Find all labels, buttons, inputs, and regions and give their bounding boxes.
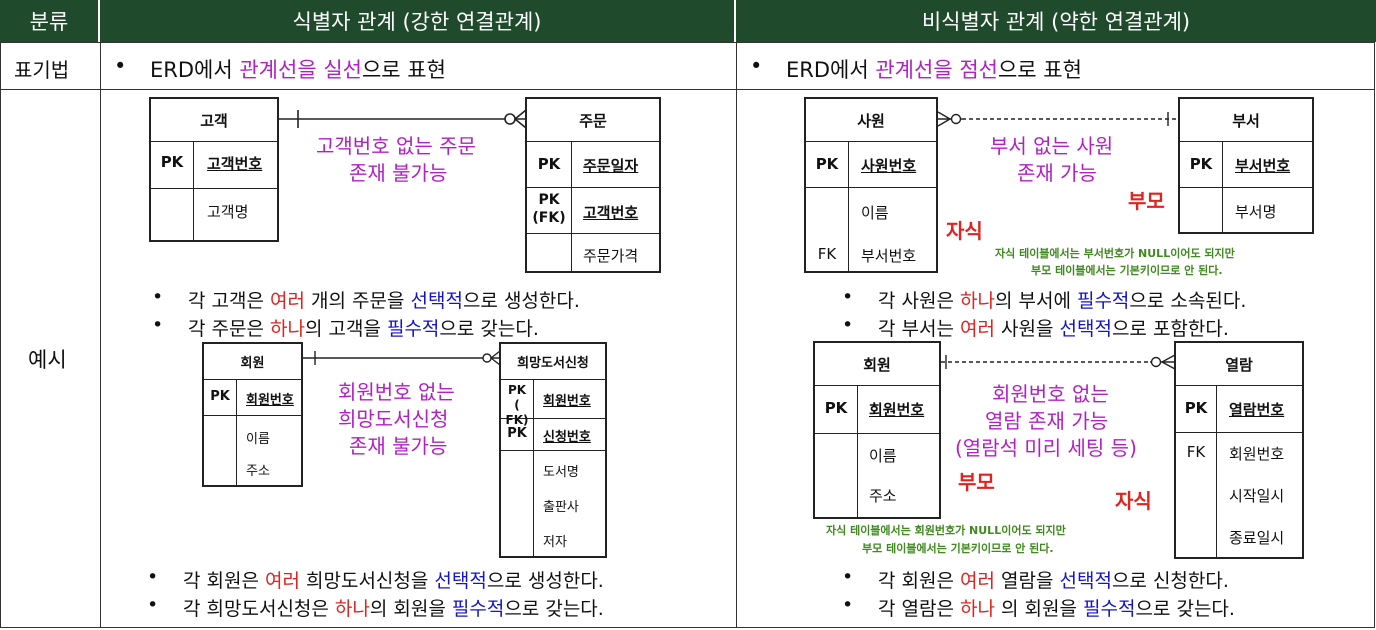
member-left-attr2: 주소	[246, 464, 270, 479]
order-pk2: PK(FK)	[532, 192, 566, 226]
notation-right-text: ERD에서 관계선을 점선으로 표현	[750, 54, 1082, 84]
request-attr1: 도서명	[543, 465, 579, 480]
request-attr2: 출판사	[543, 500, 579, 515]
request-attr3: 저자	[543, 535, 567, 550]
right-d2-note3: (열람석 미리 세팅 등)	[955, 436, 1137, 460]
view-attr2: 종료일시	[1229, 529, 1285, 547]
right-d1-sentence1: 각 사원은 하나의 부서에 필수적으로 소속된다.	[842, 286, 1246, 313]
entity-member-right: 회원 PK 회원번호 이름 주소	[813, 341, 941, 519]
entity-member-left-title: 회원	[204, 344, 301, 380]
order-attr: 주문가격	[583, 247, 639, 265]
left-d1-sentence2: 각 주문은 하나의 고객을 필수적으로 갖는다.	[152, 314, 539, 341]
employee-pk: PK	[815, 155, 839, 173]
customer-pk: PK	[160, 153, 184, 171]
right-d1-note2: 존재 가능	[1017, 161, 1097, 185]
left-d1-sentence1: 각 고객은 여러 개의 주문을 선택적으로 생성한다.	[152, 286, 580, 313]
dept-pk-attr: 부서번호	[1235, 157, 1291, 175]
right-d1-small2: 부모 테이블에서는 기본키이므로 안 된다.	[1031, 264, 1223, 277]
order-pk1: PK	[537, 155, 561, 173]
left-d2-note3: 존재 불가능	[349, 434, 448, 458]
left-d2-sentence2: 각 희망도서신청은 하나의 회원을 필수적으로 갖는다.	[147, 594, 604, 621]
left-d2-note1: 회원번호 없는	[338, 380, 455, 404]
entity-order: 주문 PK 주문일자 PK(FK) 고객번호 주문가격	[525, 97, 661, 273]
order-pk2-attr: 고객번호	[583, 204, 639, 222]
notation-left-text: ERD에서 관계선을 실선으로 표현	[114, 54, 446, 84]
right-d2-note1: 회원번호 없는	[992, 382, 1109, 406]
entity-member-right-title: 회원	[815, 343, 939, 386]
request-pk2-attr: 신청번호	[543, 430, 591, 445]
request-pk1: PK( FK)	[505, 383, 529, 427]
customer-pk-attr: 고객번호	[207, 155, 263, 173]
employee-fk: FK	[817, 245, 837, 263]
member-left-pk: PK	[210, 389, 230, 404]
right-d2-parent-label: 부모	[958, 470, 995, 494]
order-pk1-attr: 주문일자	[583, 157, 639, 175]
request-pk2: PK	[507, 426, 527, 441]
dept-pk: PK	[1189, 155, 1213, 173]
employee-fk-attr: 부서번호	[861, 247, 917, 265]
view-attr1: 시작일시	[1229, 487, 1285, 505]
view-pk: PK	[1184, 399, 1208, 417]
line-employee-dept	[937, 111, 1178, 127]
left-d1-note2: 존재 불가능	[349, 161, 448, 185]
header-category: 분류	[0, 0, 100, 42]
view-fk-attr: 회원번호	[1229, 445, 1285, 463]
entity-dept: 부서 PK 부서번호 부서명	[1178, 97, 1314, 234]
right-d1-parent-label: 부모	[1128, 189, 1165, 213]
line-member-view	[941, 354, 1176, 370]
entity-customer-title: 고객	[151, 99, 277, 142]
right-d1-sentence2: 각 부서는 여러 사원을 선택적으로 포함한다.	[842, 314, 1229, 341]
entity-order-title: 주문	[527, 99, 659, 142]
member-right-pk: PK	[824, 399, 848, 417]
entity-view: 열람 PK 열람번호 FK 회원번호 시작일시 종료일시	[1174, 341, 1304, 559]
notation-label: 표기법	[14, 58, 70, 82]
entity-view-title: 열람	[1176, 343, 1302, 386]
member-left-pk-attr: 회원번호	[246, 393, 294, 408]
entity-employee: 사원 PK 사원번호 이름 FK 부서번호	[804, 97, 938, 273]
right-d1-child-label: 자식	[946, 219, 983, 243]
right-d2-note2: 열람 존재 가능	[985, 409, 1109, 433]
dept-attr: 부서명	[1235, 203, 1277, 221]
member-right-attr1: 이름	[869, 447, 897, 465]
customer-attr: 고객명	[207, 203, 249, 221]
member-right-pk-attr: 회원번호	[869, 401, 925, 419]
entity-member-left: 회원 PK 회원번호 이름 주소	[202, 342, 303, 487]
entity-book-request-title: 희망도서신청	[501, 344, 605, 380]
entity-book-request: 희망도서신청 PK( FK) 회원번호 PK 신청번호 도서명 출판사 저자	[499, 342, 607, 558]
left-d1-note1: 고객번호 없는 주문	[316, 134, 476, 158]
view-fk: FK	[1186, 443, 1206, 461]
employee-pk-attr: 사원번호	[861, 157, 917, 175]
request-pk1-attr: 회원번호	[543, 394, 591, 409]
header-non-identifying: 비식별자 관계 (약한 연결관계)	[736, 0, 1376, 42]
cell-example-right	[736, 89, 1375, 628]
right-d2-sentence2: 각 열람은 하나 의 회원을 필수적으로 갖는다.	[842, 594, 1235, 621]
right-d2-small1: 자식 테이블에서는 회원번호가 NULL이어도 되지만	[826, 524, 1066, 537]
employee-attr1: 이름	[861, 204, 889, 222]
entity-dept-title: 부서	[1180, 99, 1312, 142]
entity-employee-title: 사원	[806, 99, 936, 142]
left-d2-sentence1: 각 회원은 여러 희망도서신청을 선택적으로 생성한다.	[147, 566, 604, 593]
view-pk-attr: 열람번호	[1229, 401, 1285, 419]
right-d2-sentence1: 각 회원은 여러 열람을 선택적으로 신청한다.	[842, 566, 1229, 593]
right-d2-child-label: 자식	[1115, 489, 1152, 513]
left-d2-note2: 희망도서신청	[338, 407, 449, 431]
line-customer-order	[279, 109, 527, 129]
right-d2-small2: 부모 테이블에서는 기본키이므로 안 된다.	[862, 542, 1054, 555]
member-left-attr1: 이름	[246, 432, 270, 447]
header-identifying: 식별자 관계 (강한 연결관계)	[100, 0, 736, 42]
right-d1-small1: 자식 테이블에서는 부서번호가 NULL이어도 되지만	[995, 247, 1235, 260]
member-right-attr2: 주소	[869, 487, 897, 505]
entity-customer: 고객 PK 고객번호 고객명	[149, 97, 279, 242]
example-label: 예시	[28, 348, 67, 372]
line-member-request	[303, 350, 501, 366]
right-d1-note1: 부서 없는 사원	[990, 134, 1114, 158]
